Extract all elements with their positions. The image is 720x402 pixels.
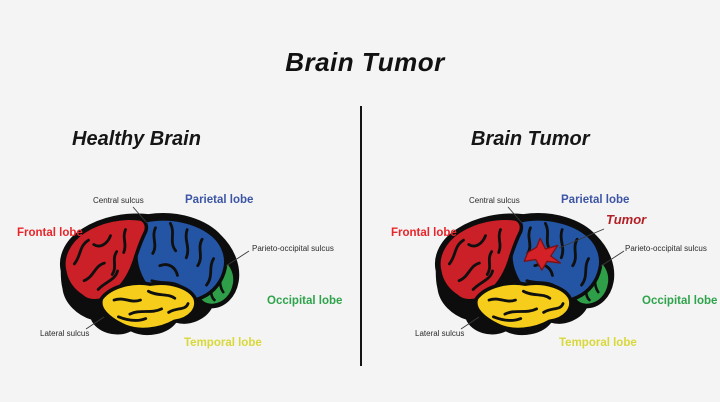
parietal-lobe-label: Parietal lobe [185,194,254,206]
panel-divider [360,106,362,366]
healthy-brain-leader-lines [85,206,250,330]
healthy-brain-title: Healthy Brain [72,128,201,150]
lateral-sulcus-label: Lateral sulcus [40,329,90,338]
parieto-occipital-sulcus-label: Parieto-occipital sulcus [252,244,334,253]
brain-tumor-panel: Brain Tumor Central sulcus Parietal lobe… [361,0,720,402]
central-sulcus-label: Central sulcus [93,196,144,205]
lateral-sulcus-label: Lateral sulcus [415,329,465,338]
tumor-brain-leader-lines [460,206,625,330]
parietal-lobe-label: Parietal lobe [561,194,630,206]
occipital-lobe-label: Occipital lobe [642,295,718,307]
temporal-lobe-label: Temporal lobe [559,337,637,349]
frontal-lobe-label: Frontal lobe [391,227,457,239]
tumor-label: Tumor [606,212,647,227]
temporal-lobe-label: Temporal lobe [184,337,262,349]
parieto-occipital-sulcus-label: Parieto-occipital sulcus [625,244,707,253]
tumor-brain-illustration [434,212,615,336]
brain-tumor-title: Brain Tumor [471,128,590,150]
occipital-lobe-label: Occipital lobe [267,295,343,307]
healthy-brain-panel: Healthy Brain Central sulcus Parietal lo… [17,128,343,349]
tumor-shape [523,237,562,271]
central-sulcus-label: Central sulcus [469,196,520,205]
page-title: Brain Tumor [285,47,445,77]
frontal-lobe-label: Frontal lobe [17,227,83,239]
